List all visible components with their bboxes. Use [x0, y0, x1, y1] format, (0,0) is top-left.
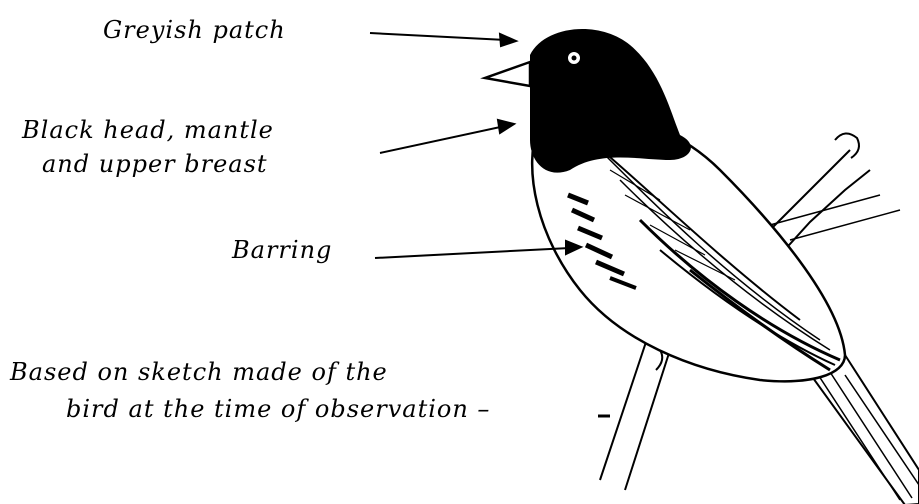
bird-head: [485, 29, 691, 173]
barring-label: Barring: [232, 236, 332, 265]
sketch-note-line1: Based on sketch made of the: [10, 358, 388, 387]
black-head-label-line1: Black head, mantle: [22, 116, 274, 145]
sketch-note-line2: bird at the time of observation –: [66, 395, 490, 424]
black-head-label-line2: and upper breast: [42, 150, 268, 179]
greyish-patch-label: Greyish patch: [103, 16, 286, 45]
